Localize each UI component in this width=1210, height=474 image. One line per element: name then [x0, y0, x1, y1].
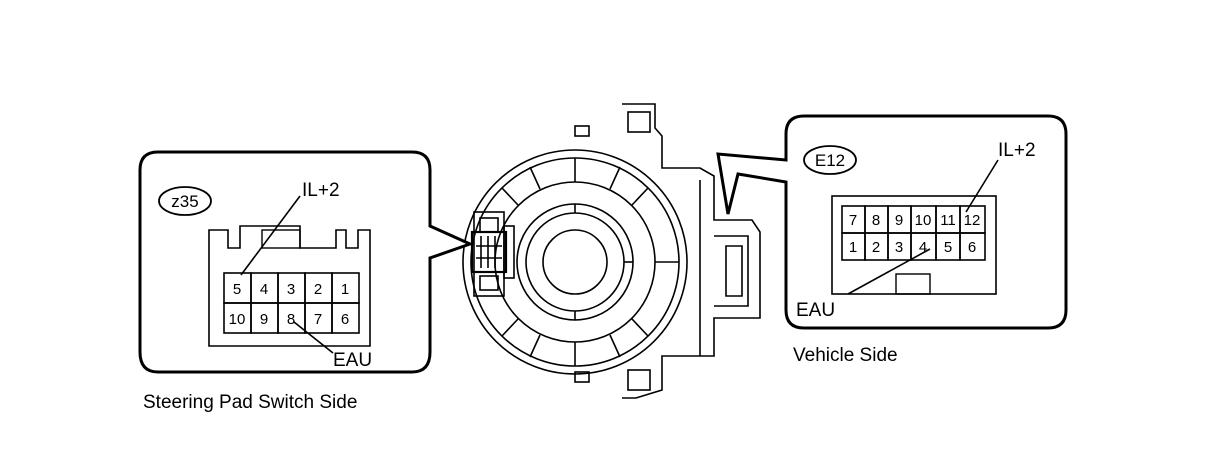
e12-code-label: E12 [815, 151, 845, 170]
e12-pin: 6 [968, 239, 976, 256]
z35-eau-leader [293, 321, 334, 354]
right-callout-bubble [716, 114, 1068, 330]
z35-pin: 9 [260, 311, 268, 328]
left-callout-bubble [138, 150, 475, 374]
z35-pin: 1 [341, 281, 349, 298]
z35-pin: 8 [287, 311, 295, 328]
e12-pin: 10 [915, 212, 932, 229]
z35-code-label: z35 [171, 192, 198, 211]
left-callout: z35 5 4 3 2 1 10 9 8 7 6 IL+2 EAU Stee [138, 150, 475, 413]
e12-pin: 7 [849, 212, 857, 229]
e12-pin: 8 [872, 212, 880, 229]
e12-code-oval [803, 145, 857, 175]
z35-pin: 6 [341, 311, 349, 328]
e12-pin-cavities [841, 205, 986, 261]
e12-pin: 1 [849, 239, 857, 256]
e12-pin: 3 [895, 239, 903, 256]
right-callout: E12 7 8 9 10 11 12 1 2 3 4 5 6 IL+2 [716, 114, 1068, 366]
z35-pin-cavities [223, 272, 360, 334]
e12-il2-label: IL+2 [998, 140, 1036, 161]
e12-eau-leader [847, 248, 931, 295]
e12-pin: 12 [964, 212, 981, 229]
z35-housing [208, 225, 371, 347]
z35-eau-label: EAU [333, 350, 372, 371]
e12-pin: 2 [872, 239, 880, 256]
spiral-cable-drawing [462, 103, 761, 399]
e12-pin: 9 [895, 212, 903, 229]
z35-pin: 4 [260, 281, 268, 298]
z35-pin: 3 [287, 281, 295, 298]
e12-caption: Vehicle Side [793, 345, 898, 366]
z35-pin: 5 [233, 281, 241, 298]
e12-pin: 4 [919, 239, 927, 256]
z35-code-oval [158, 186, 212, 216]
z35-caption: Steering Pad Switch Side [143, 392, 357, 413]
e12-pin: 11 [940, 212, 956, 229]
z35-il2-leader [240, 195, 301, 276]
z35-pin: 7 [314, 311, 322, 328]
e12-eau-label: EAU [796, 300, 835, 321]
e12-pin: 5 [944, 239, 952, 256]
z35-pin: 2 [314, 281, 322, 298]
e12-il2-leader [965, 159, 999, 213]
z35-il2-label: IL+2 [302, 180, 340, 201]
z35-pin: 10 [229, 311, 246, 328]
